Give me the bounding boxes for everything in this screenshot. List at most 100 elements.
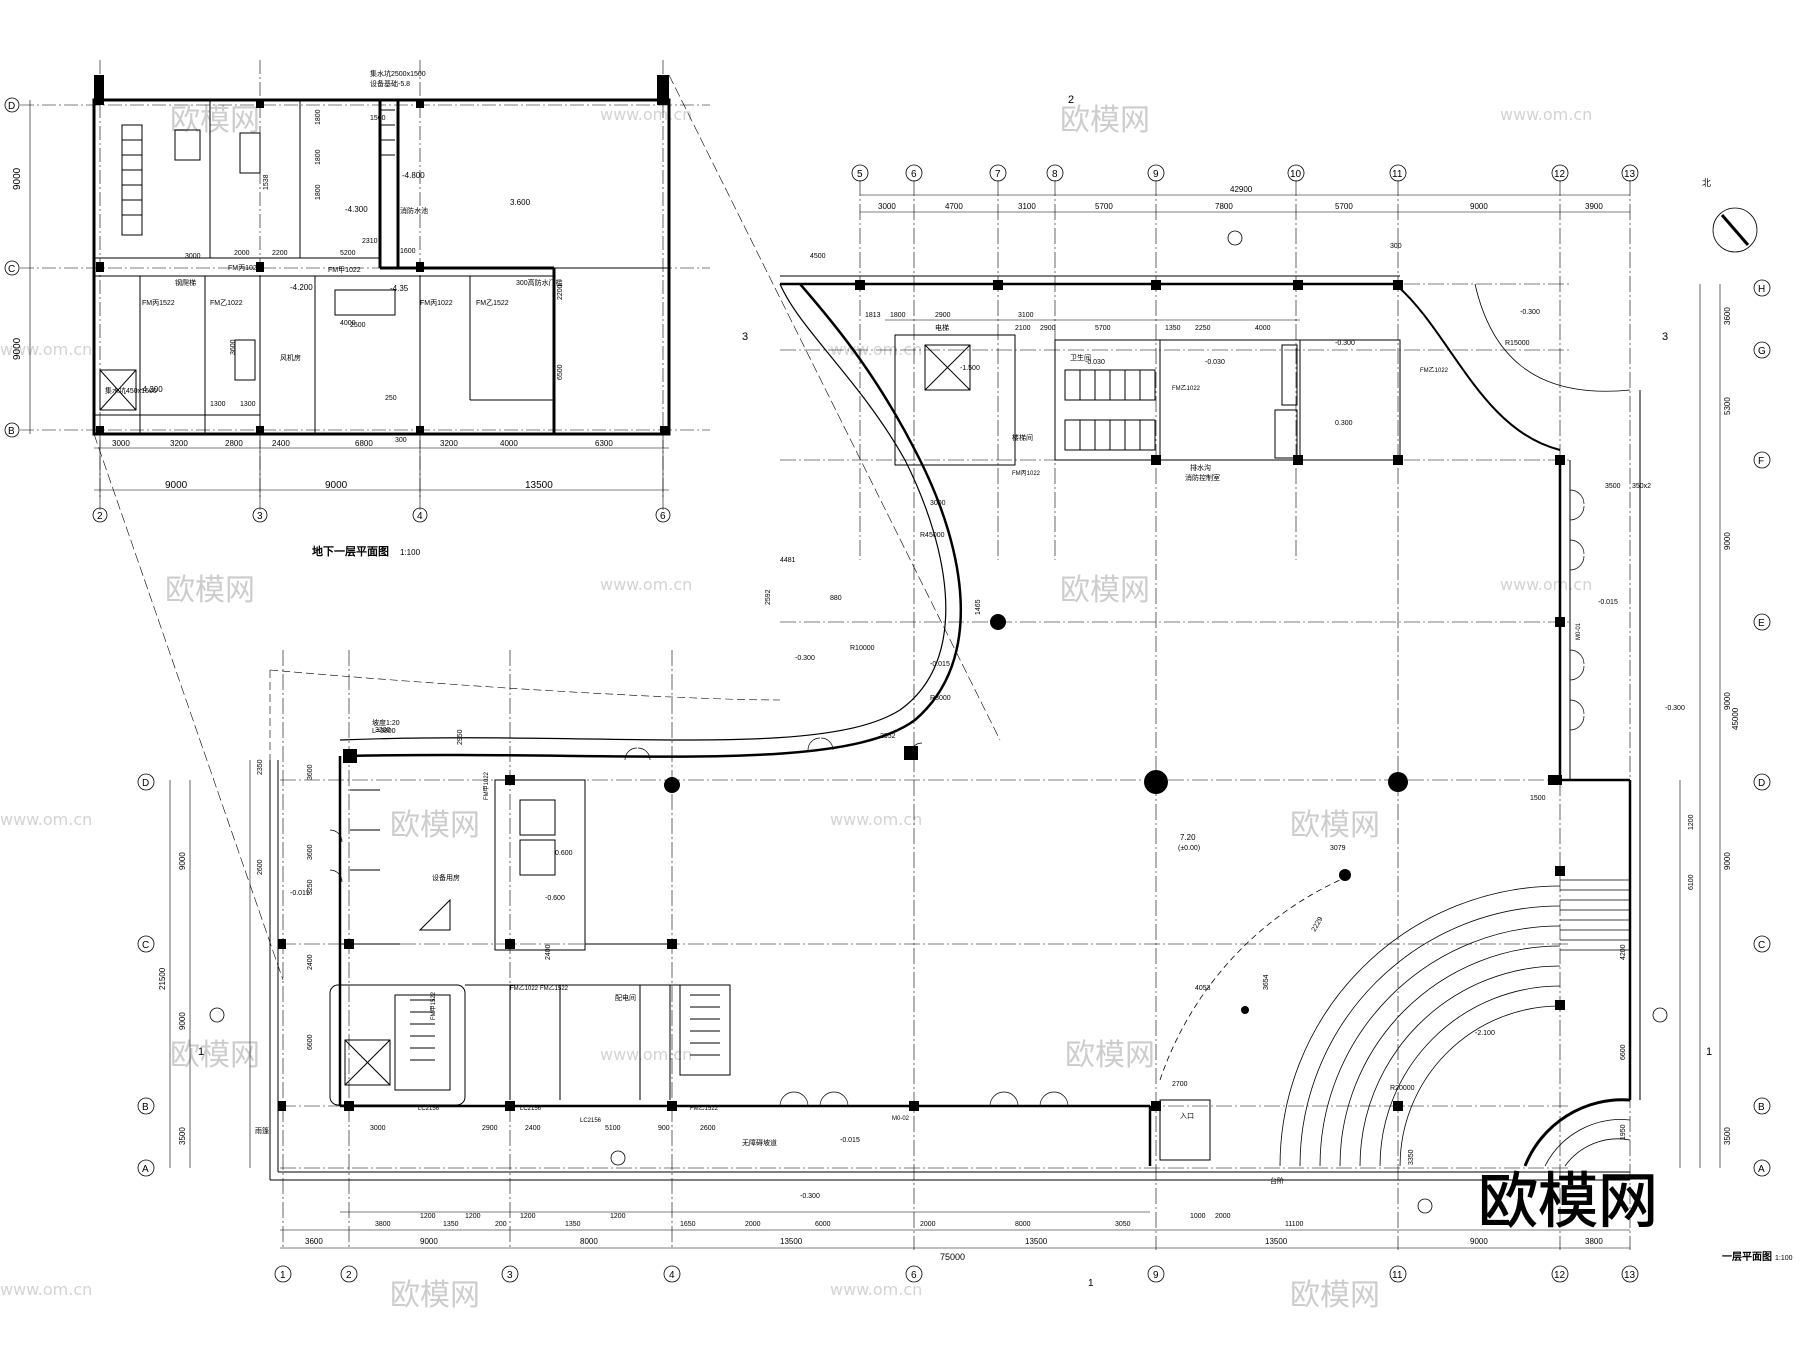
level-17: 0.600 xyxy=(555,850,573,857)
basement-note-1: 设备基础-5.8 xyxy=(370,79,410,88)
basement-door-5: FM乙1522 xyxy=(476,299,509,307)
door-tag-11: FM乙1522 xyxy=(690,1105,719,1112)
watermark-8: 欧模网 xyxy=(1065,1038,1155,1073)
watermark-url-7: www.om.cn xyxy=(0,810,92,829)
grid-col-top-7: 7 xyxy=(995,169,1001,180)
section-marker-right: 1 xyxy=(1706,1046,1712,1058)
right-dim-6: 3500 xyxy=(1723,1127,1732,1145)
grid-col-top-13: 13 xyxy=(1624,169,1636,180)
ground-plan xyxy=(137,164,1771,1283)
detail-marker-top: 2 xyxy=(1068,94,1074,106)
corner-logo: 欧模网 xyxy=(1478,1168,1658,1235)
grid-col-top-12: 12 xyxy=(1554,169,1566,180)
watermark-6: 欧模网 xyxy=(1290,808,1380,843)
ground-columns xyxy=(278,280,1565,1111)
right-detail-1: 1500 xyxy=(1530,795,1546,802)
basement-dim-d1: 3000 xyxy=(112,439,130,448)
watermark-url-1: www.om.cn xyxy=(600,105,692,124)
misc-dim-4: 3000 xyxy=(930,500,946,507)
bottom-detail2-4: 5100 xyxy=(605,1125,621,1132)
watermark-5: 欧模网 xyxy=(390,808,480,843)
grid-col-12: 12 xyxy=(1554,1270,1566,1281)
basement-dim-d2: 3200 xyxy=(170,439,188,448)
left-detail-1: 2350 xyxy=(257,759,264,775)
right-total-dim: 45000 xyxy=(1731,707,1740,730)
door-tag-13: M0-01 xyxy=(1576,622,1582,640)
level-5: -0.030 xyxy=(1205,359,1225,366)
bottom-detail-2: 1200 xyxy=(420,1213,436,1220)
grid-row-a: A xyxy=(1758,1164,1765,1175)
top-total-dim: 42900 xyxy=(1230,185,1253,194)
grid-col-6: 6 xyxy=(911,1270,917,1281)
left-total-dim: 21500 xyxy=(158,967,167,990)
bottom-detail-14: 3050 xyxy=(1115,1221,1131,1228)
basement-door-6: FM丙1022 xyxy=(420,299,453,307)
basement-note-4: 300高防水门槛 xyxy=(516,278,563,287)
misc-dim-14: 3500 xyxy=(1605,483,1621,490)
right-detail-6: 1950 xyxy=(1620,1124,1627,1140)
basement-dim-d6: 3200 xyxy=(440,439,458,448)
bottom-dim-5: 13500 xyxy=(1025,1237,1048,1246)
level-6: -0.015 xyxy=(1598,599,1618,606)
bottom-detail-8: 1200 xyxy=(610,1213,626,1220)
misc-dim-13: 2700 xyxy=(1172,1081,1188,1088)
top-dim-1: 3000 xyxy=(878,202,896,211)
door-tag-4: FM丙1022 xyxy=(1012,470,1041,477)
top-dim2-8: 1350 xyxy=(1165,325,1181,332)
basement-walls xyxy=(92,98,671,436)
grid-row-h: H xyxy=(1758,284,1765,295)
basement-dim-d5: 6800 xyxy=(355,439,373,448)
top-dim2-7: 5700 xyxy=(1095,325,1111,332)
cutline-bottom: 1 xyxy=(1088,1278,1094,1289)
watermark-7: 欧模网 xyxy=(170,1038,260,1073)
note-5: 配电间 xyxy=(615,993,636,1002)
grid-col-top-5: 5 xyxy=(857,169,863,180)
basement-row-label-d: D xyxy=(8,101,15,112)
basement-room-dim-11: 1800 xyxy=(315,184,322,200)
grid-col-1: 1 xyxy=(280,1270,286,1281)
grid-col-top-11: 11 xyxy=(1392,169,1403,180)
north-label: 北 xyxy=(1702,178,1711,188)
basement-col-label-3: 3 xyxy=(257,511,263,522)
basement-dim-lines xyxy=(29,100,669,500)
misc-dim-11: 3200 xyxy=(375,727,391,734)
misc-dim-5: 3079 xyxy=(1330,845,1346,852)
ground-grid-lines xyxy=(280,180,1631,1250)
grid-row-e: E xyxy=(1758,618,1765,629)
door-tag-7: FM乙1022 xyxy=(1420,367,1449,374)
door-tag-9: LC2156 xyxy=(520,1106,542,1112)
bottom-total-dim: 75000 xyxy=(940,1252,965,1262)
grid-row-b: B xyxy=(1758,1102,1765,1113)
basement-plan xyxy=(4,60,1001,981)
grid-col-top-6: 6 xyxy=(911,169,917,180)
basement-room-dim-13: 2200 xyxy=(557,284,564,300)
misc-dim-1: 4481 xyxy=(780,557,796,564)
watermark-layer: 欧模网 欧模网 欧模网 欧模网 欧模网 欧模网 欧模网 欧模网 欧模网 欧模网 … xyxy=(0,103,1592,1313)
basement-room-dim-2: 2000 xyxy=(234,250,250,257)
ground-amphitheater xyxy=(1159,879,1631,1167)
ground-grid-bubbles xyxy=(137,164,1771,1283)
level-10: -0.015 xyxy=(290,890,310,897)
bottom-detail2-1: 3000 xyxy=(370,1125,386,1132)
basement-row-label-c: C xyxy=(8,264,15,275)
grid-col-top-8: 8 xyxy=(1052,169,1058,180)
radius-3: R20000 xyxy=(1390,1085,1415,1092)
note-4: 消防控制室 xyxy=(1185,473,1220,482)
note-6: 设备用房 xyxy=(432,873,460,882)
misc-dim-8: 3654 xyxy=(1263,974,1270,990)
basement-col-label-2: 2 xyxy=(97,511,103,522)
grid-col-13: 13 xyxy=(1624,1270,1636,1281)
grid-row-left-c: C xyxy=(142,940,149,951)
bottom-dim-3: 8000 xyxy=(580,1237,598,1246)
left-dim-2: 9000 xyxy=(178,1012,187,1030)
door-tag-8: LC2156 xyxy=(418,1106,440,1112)
left-detail-3: 2600 xyxy=(257,859,264,875)
basement-callout-lines xyxy=(93,74,1001,981)
basement-note-7: 集水坑450x1500 xyxy=(105,386,157,395)
misc-dim-10: 2950 xyxy=(457,729,464,745)
note-2: 楼梯间 xyxy=(1012,433,1033,442)
basement-note-3: 钢爬梯 xyxy=(175,278,196,287)
basement-partitions xyxy=(94,100,554,434)
misc-dim-18: 300 xyxy=(1390,243,1402,250)
basement-col-label-4: 4 xyxy=(417,511,423,522)
